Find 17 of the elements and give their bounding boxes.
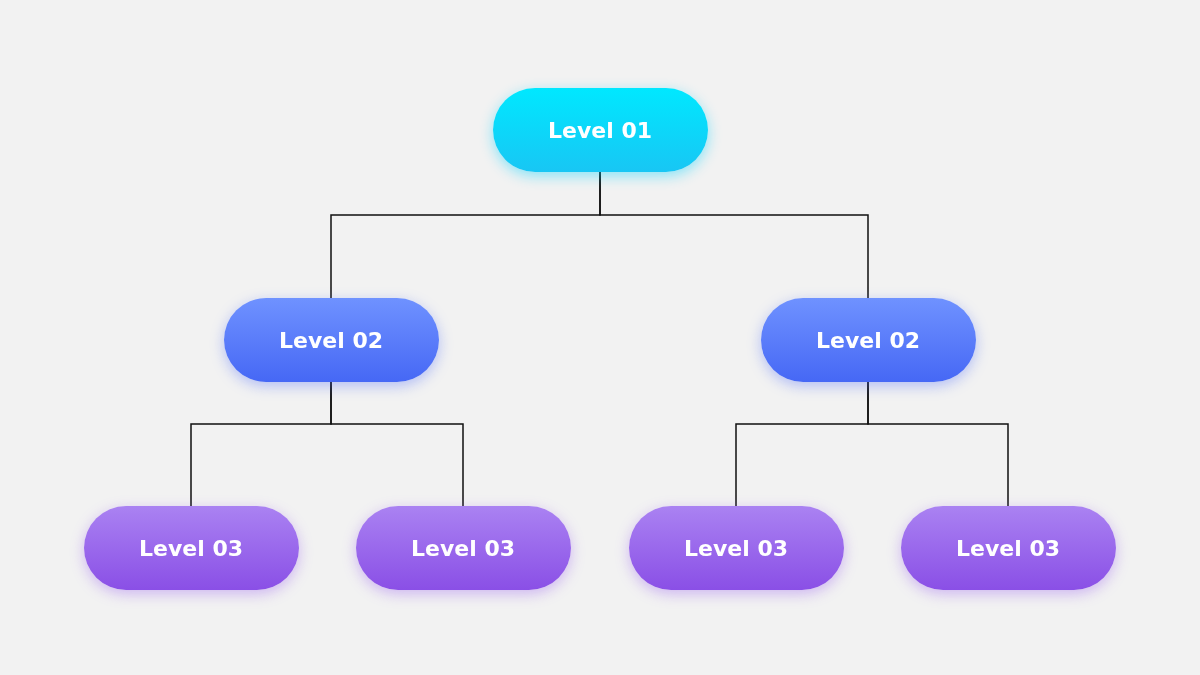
level-pill — [900, 506, 1116, 590]
level-label: Level 02 — [816, 327, 920, 353]
level-label: Level 02 — [279, 327, 383, 353]
level-pill — [492, 88, 708, 172]
level-label: Level 03 — [684, 535, 788, 561]
level-pill — [223, 298, 439, 382]
level-label: Level 03 — [956, 535, 1060, 561]
level-pill — [628, 506, 844, 590]
level-label: Level 03 — [139, 535, 243, 561]
level-pill — [83, 506, 299, 590]
connector-line — [867, 381, 1009, 507]
connector-line — [330, 381, 464, 507]
connector-line — [599, 171, 869, 299]
level-pill — [355, 506, 571, 590]
level-pill — [760, 298, 976, 382]
level-label: Level 01 — [548, 117, 652, 143]
level-label: Level 03 — [411, 535, 515, 561]
